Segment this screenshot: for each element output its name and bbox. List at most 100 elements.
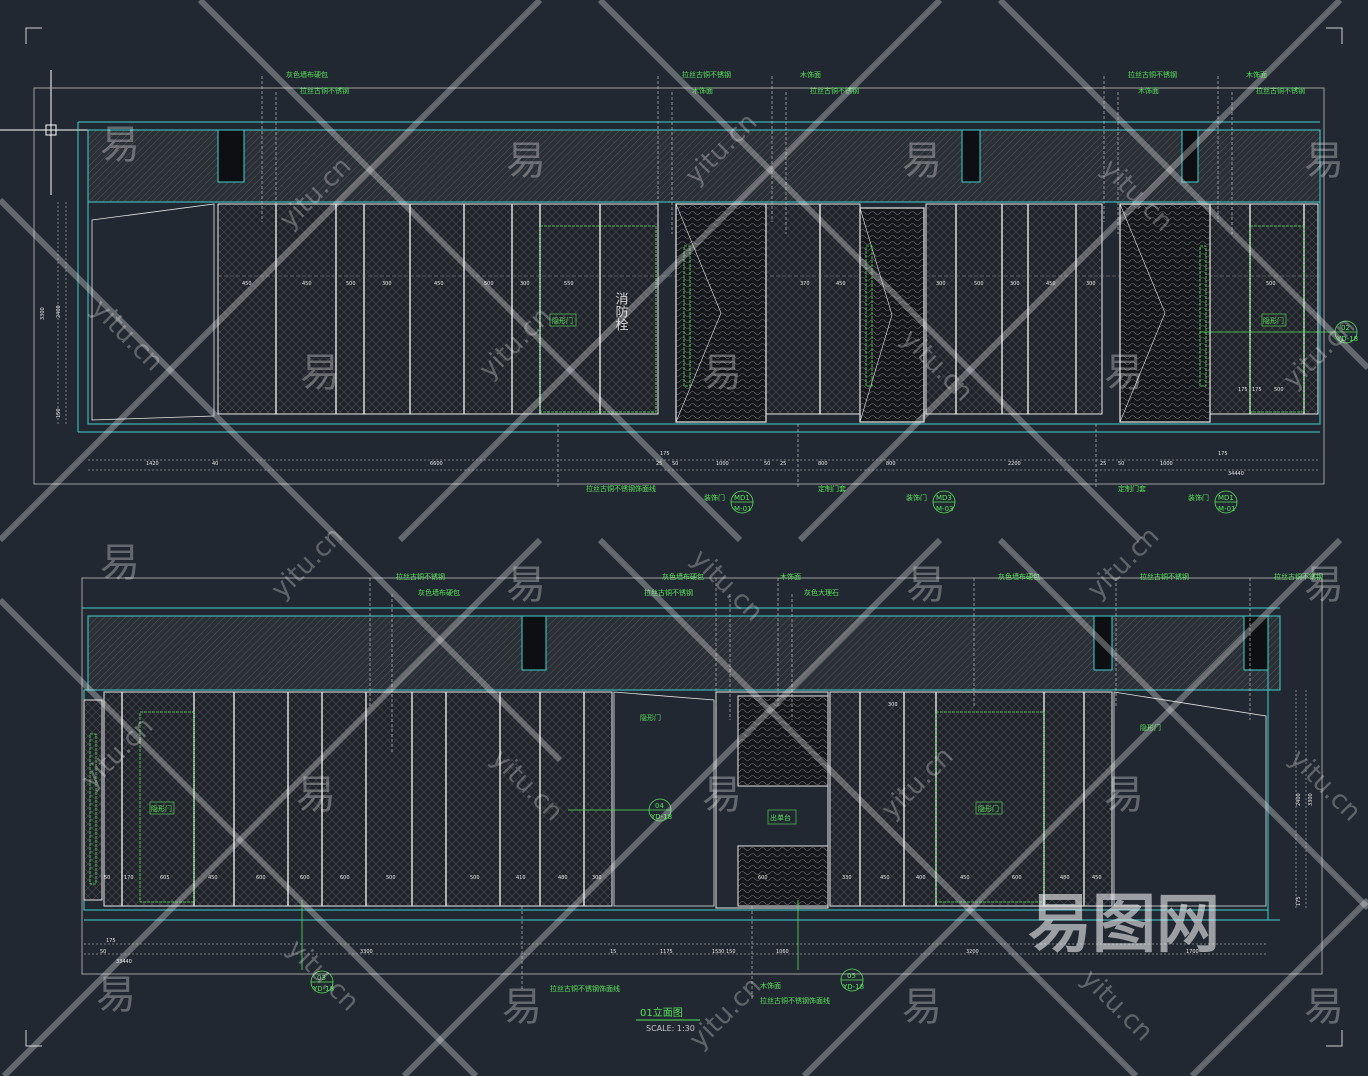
- svg-text:MD1: MD1: [734, 494, 750, 502]
- svg-text:MD1: MD1: [1218, 494, 1234, 502]
- svg-text:300: 300: [592, 875, 602, 881]
- top-frame: [33, 87, 1325, 485]
- door-label: 隐形门: [978, 804, 999, 813]
- svg-text:330: 330: [842, 875, 852, 881]
- svg-text:600: 600: [340, 875, 350, 881]
- callout-md1-a: MD1 M-01 装饰门: [704, 490, 754, 514]
- svg-text:易: 易: [902, 984, 942, 1030]
- svg-text:2400: 2400: [1296, 793, 1302, 806]
- svg-text:450: 450: [1046, 281, 1056, 287]
- bottom-ceiling: [87, 615, 1281, 691]
- svg-text:易: 易: [1304, 984, 1344, 1030]
- svg-text:YD-18: YD-18: [1336, 335, 1358, 343]
- svg-text:拉丝古铜不锈钢饰面线: 拉丝古铜不锈钢饰面线: [586, 484, 656, 493]
- callout-05: 05 YD-18: [797, 900, 864, 992]
- svg-text:500: 500: [470, 875, 480, 881]
- svg-text:yitu.cn: yitu.cn: [685, 544, 769, 628]
- callout-md1-b: MD1 M-01 装饰门: [1188, 490, 1238, 514]
- svg-text:定制门套: 定制门套: [1118, 484, 1146, 493]
- svg-text:600: 600: [1012, 875, 1022, 881]
- svg-text:yitu.cn: yitu.cn: [684, 971, 768, 1055]
- watermark-brand: 易图网: [1028, 888, 1220, 962]
- svg-text:1175: 1175: [660, 949, 673, 955]
- svg-text:370: 370: [800, 281, 810, 287]
- corner-marks: [25, 27, 1343, 1047]
- svg-text:2400: 2400: [56, 305, 62, 318]
- bottom-frame: [81, 577, 1323, 975]
- door-label: 隐形门: [1263, 316, 1284, 325]
- svg-text:05: 05: [847, 972, 856, 980]
- svg-text:MD3: MD3: [936, 494, 952, 502]
- svg-text:30: 30: [718, 949, 724, 955]
- svg-text:yitu.cn: yitu.cn: [281, 934, 365, 1018]
- svg-text:500: 500: [386, 875, 396, 881]
- svg-text:175: 175: [660, 451, 670, 457]
- svg-text:300: 300: [936, 281, 946, 287]
- svg-text:拉丝古铜不锈钢: 拉丝古铜不锈钢: [1256, 86, 1305, 95]
- callout-04: 04 YD-18: [568, 798, 672, 822]
- svg-text:04: 04: [655, 802, 664, 810]
- callout-md3: MD3 M-03 装饰门: [906, 490, 956, 514]
- svg-text:500: 500: [1266, 281, 1276, 287]
- svg-text:2200: 2200: [1008, 461, 1021, 467]
- svg-text:灰色墙布硬包: 灰色墙布硬包: [418, 588, 460, 597]
- svg-text:yitu.cn: yitu.cn: [266, 521, 350, 605]
- svg-text:50: 50: [100, 949, 106, 955]
- door-label: 隐形门: [151, 804, 172, 813]
- svg-text:易: 易: [96, 972, 136, 1018]
- svg-text:500: 500: [484, 281, 494, 287]
- svg-text:400: 400: [916, 875, 926, 881]
- svg-text:拉丝古铜不锈钢: 拉丝古铜不锈钢: [682, 70, 731, 79]
- svg-text:300: 300: [1010, 281, 1020, 287]
- svg-text:480: 480: [1060, 875, 1070, 881]
- svg-text:易: 易: [1304, 138, 1344, 184]
- svg-text:800: 800: [886, 461, 896, 467]
- door-label: 隐形门: [1140, 723, 1161, 732]
- svg-text:易: 易: [506, 562, 546, 608]
- svg-text:450: 450: [880, 875, 890, 881]
- svg-text:175: 175: [1252, 387, 1262, 393]
- svg-text:定制门套: 定制门套: [818, 484, 846, 493]
- svg-text:3300: 3300: [360, 949, 373, 955]
- svg-text:yitu.cn: yitu.cn: [1075, 964, 1159, 1048]
- svg-text:易: 易: [902, 138, 942, 184]
- svg-text:M-03: M-03: [936, 505, 953, 513]
- svg-text:15: 15: [610, 949, 616, 955]
- top-elevation: 隐形门 隐形门 消防栓 02 YD-18 MD1 M-01 装饰门 MD3 M-…: [33, 70, 1358, 514]
- svg-text:150: 150: [56, 408, 62, 418]
- callout-03: 03 YD-18: [301, 900, 334, 994]
- svg-text:500: 500: [346, 281, 356, 287]
- svg-text:800: 800: [818, 461, 828, 467]
- svg-text:拉丝古铜不锈钢: 拉丝古铜不锈钢: [396, 572, 445, 581]
- svg-text:300: 300: [520, 281, 530, 287]
- svg-text:木饰面: 木饰面: [1138, 86, 1159, 95]
- svg-text:yitu.cn: yitu.cn: [1283, 744, 1367, 828]
- svg-text:01立面图: 01立面图: [640, 1006, 683, 1019]
- svg-text:拉丝古铜不锈钢: 拉丝古铜不锈钢: [1128, 70, 1177, 79]
- svg-text:易: 易: [502, 984, 542, 1030]
- svg-text:灰色墙布硬包: 灰色墙布硬包: [286, 70, 328, 79]
- svg-text:150: 150: [726, 949, 736, 955]
- svg-text:550: 550: [564, 281, 574, 287]
- svg-text:易: 易: [702, 350, 742, 396]
- svg-text:480: 480: [558, 875, 568, 881]
- svg-text:1060: 1060: [776, 949, 789, 955]
- svg-text:450: 450: [1092, 875, 1102, 881]
- svg-text:50: 50: [764, 461, 770, 467]
- svg-text:拉丝古铜不锈钢: 拉丝古铜不锈钢: [1140, 572, 1189, 581]
- svg-text:木饰面: 木饰面: [760, 981, 781, 990]
- svg-text:拉丝古铜不锈钢: 拉丝古铜不锈钢: [644, 588, 693, 597]
- svg-text:易: 易: [100, 540, 140, 586]
- svg-text:1420: 1420: [146, 461, 159, 467]
- svg-text:3300: 3300: [40, 307, 46, 320]
- svg-text:450: 450: [434, 281, 444, 287]
- svg-text:300: 300: [1086, 281, 1096, 287]
- svg-text:木饰面: 木饰面: [780, 572, 801, 581]
- svg-text:450: 450: [242, 281, 252, 287]
- svg-text:木饰面: 木饰面: [692, 86, 713, 95]
- svg-text:25: 25: [656, 461, 662, 467]
- svg-text:灰色墙布硬包: 灰色墙布硬包: [998, 572, 1040, 581]
- svg-text:450: 450: [960, 875, 970, 881]
- svg-text:600: 600: [256, 875, 266, 881]
